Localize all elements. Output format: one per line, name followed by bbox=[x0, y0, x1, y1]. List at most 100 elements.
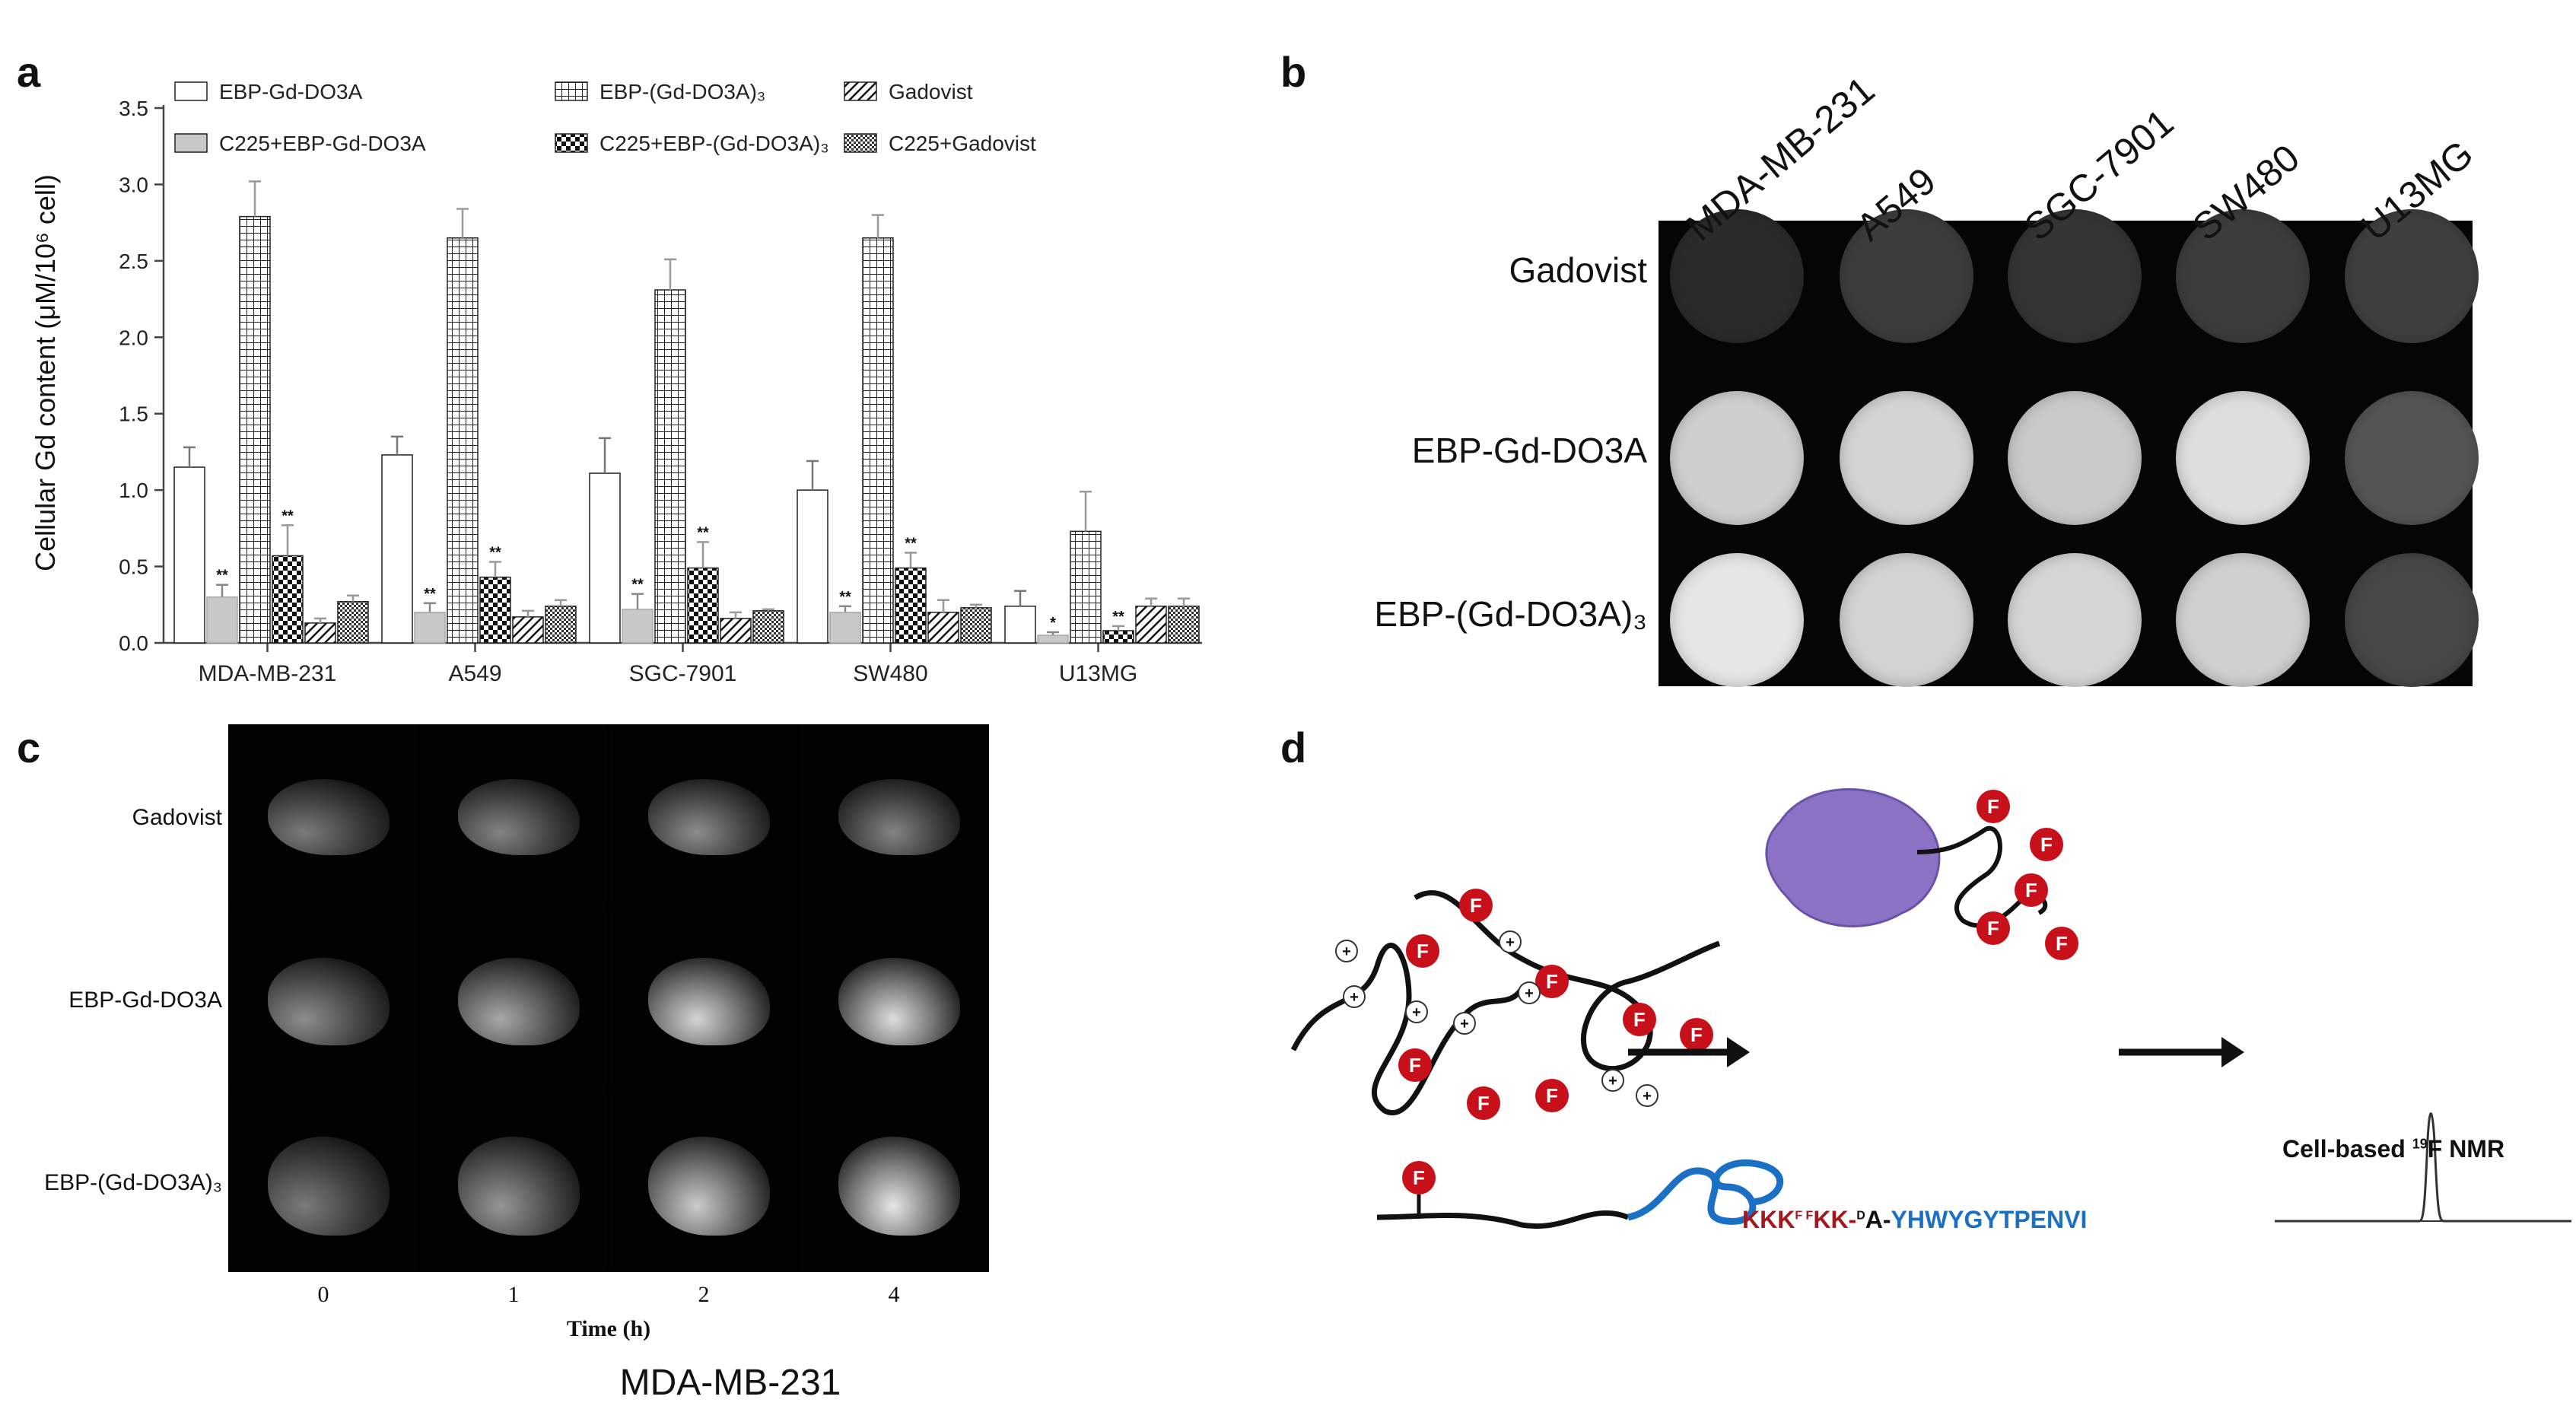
bar bbox=[206, 596, 238, 644]
significance-mark: ** bbox=[281, 507, 294, 524]
phantom-well bbox=[1670, 391, 1804, 525]
fluorine-label: F bbox=[2056, 932, 2068, 955]
y-tick-label: 3.0 bbox=[119, 173, 148, 196]
time-point-label: 0 bbox=[317, 1282, 329, 1307]
phantom-well bbox=[2008, 391, 2142, 525]
bar bbox=[829, 612, 861, 644]
mri-row-label: Gadovist bbox=[132, 805, 222, 830]
legend-label: Gadovist bbox=[889, 80, 973, 103]
panel-letter-c: c bbox=[17, 724, 41, 771]
phantom-well bbox=[1670, 209, 1804, 343]
phantom-well bbox=[1840, 391, 1973, 525]
y-tick-label: 0.5 bbox=[119, 555, 148, 579]
fluorine-atom bbox=[1680, 1018, 1713, 1051]
mri-image bbox=[610, 726, 797, 905]
fluorine-label: F bbox=[1987, 795, 1999, 818]
legend-swatch bbox=[174, 81, 208, 101]
sequence-blue: YHWYGYTPENVI bbox=[1891, 1206, 2088, 1233]
positive-charge-label: + bbox=[1412, 1004, 1421, 1021]
mri-image bbox=[610, 1091, 797, 1271]
significance-mark: * bbox=[1050, 615, 1056, 631]
bar bbox=[512, 616, 544, 644]
plate-row-label: EBP-Gd-DO3A bbox=[1411, 431, 1647, 470]
x-tick-label: SW480 bbox=[853, 661, 927, 686]
sequence-sup-d: D bbox=[1856, 1209, 1865, 1223]
fluorine-atom bbox=[1535, 1079, 1569, 1112]
bar bbox=[1102, 630, 1134, 644]
bar bbox=[1135, 606, 1167, 644]
significance-mark: ** bbox=[905, 535, 917, 552]
fluorine-label: F bbox=[1477, 1092, 1490, 1115]
x-tick-label: SGC-7901 bbox=[629, 661, 737, 686]
fluorine-label: F bbox=[1987, 917, 1999, 940]
mri-image bbox=[800, 726, 987, 905]
phantom-well bbox=[2345, 209, 2479, 343]
bar bbox=[1070, 530, 1102, 644]
fluorine-label: F bbox=[1470, 894, 1482, 917]
positive-charge-label: + bbox=[1643, 1088, 1652, 1105]
plate-row-label: EBP-(Gd-DO3A)₃ bbox=[1374, 594, 1647, 634]
bar bbox=[272, 555, 304, 644]
legend-label: C225+EBP-Gd-DO3A bbox=[219, 132, 426, 155]
mri-caption: MDA-MB-231 bbox=[619, 1363, 841, 1403]
sequence-sup-f: F F bbox=[1795, 1209, 1814, 1223]
mri-row-label: EBP-Gd-DO3A bbox=[68, 988, 222, 1013]
mri-image bbox=[610, 908, 797, 1088]
mri-image bbox=[420, 726, 607, 905]
significance-mark: ** bbox=[697, 524, 709, 541]
positive-charge bbox=[1343, 985, 1366, 1008]
legend-swatch bbox=[844, 133, 877, 153]
bar bbox=[1004, 606, 1036, 644]
nmr-sup: 19 bbox=[2412, 1136, 2428, 1152]
phantom-well bbox=[1670, 553, 1804, 687]
positive-charge bbox=[1499, 930, 1522, 953]
nmr-label-2: F NMR bbox=[2427, 1135, 2505, 1163]
peptide-chain-blue bbox=[1627, 1159, 1784, 1225]
positive-charge bbox=[1453, 1012, 1476, 1035]
bar bbox=[479, 576, 511, 644]
mri-image bbox=[230, 1091, 417, 1271]
mri-image bbox=[230, 726, 417, 905]
y-tick-label: 0.0 bbox=[119, 631, 148, 655]
significance-mark: ** bbox=[839, 589, 851, 606]
bar bbox=[414, 612, 446, 644]
bar bbox=[862, 237, 894, 644]
fluorine-atom bbox=[1398, 1048, 1432, 1082]
phantom-well bbox=[2176, 553, 2310, 687]
mri-image bbox=[800, 1091, 987, 1271]
phantom-well bbox=[2345, 553, 2479, 687]
fluorine-label: F bbox=[1409, 1054, 1421, 1077]
positive-charge bbox=[1405, 1000, 1428, 1023]
time-point-label: 2 bbox=[698, 1282, 710, 1307]
bar bbox=[752, 610, 784, 644]
significance-mark: ** bbox=[489, 545, 501, 561]
fluorine-atom bbox=[2045, 927, 2078, 960]
legend-label: EBP-(Gd-DO3A)₃ bbox=[599, 80, 765, 103]
phantom-well bbox=[2345, 391, 2479, 525]
fluorine-label: F bbox=[1417, 940, 1429, 962]
legend-label: EBP-Gd-DO3A bbox=[219, 80, 363, 103]
fluorine-label: F bbox=[2040, 833, 2053, 856]
positive-charge-label: + bbox=[1506, 934, 1515, 951]
arrow-head bbox=[2221, 1037, 2244, 1067]
bar bbox=[1037, 635, 1069, 644]
significance-mark: ** bbox=[424, 586, 436, 603]
bar bbox=[797, 489, 828, 644]
fluorine-label: F bbox=[1413, 1166, 1425, 1189]
fluorine-atom bbox=[2030, 828, 2063, 861]
y-axis-label: Cellular Gd content (μM/10⁶ cell) bbox=[30, 174, 61, 571]
time-point-label: 1 bbox=[507, 1282, 520, 1307]
phantom-well bbox=[2176, 209, 2310, 343]
x-tick-label: U13MG bbox=[1059, 661, 1137, 686]
polymer-chain bbox=[1414, 889, 1721, 1072]
fluorine-atom bbox=[1623, 1003, 1656, 1036]
fluorine-atom bbox=[1535, 965, 1569, 998]
fluorine-atom bbox=[1977, 790, 2010, 823]
y-tick-label: 2.0 bbox=[119, 326, 148, 349]
bar bbox=[654, 289, 686, 644]
arrow-head bbox=[1727, 1037, 1750, 1067]
time-point-label: 4 bbox=[888, 1282, 900, 1307]
bar bbox=[545, 606, 577, 644]
fluorine-atom bbox=[1402, 1161, 1436, 1194]
bar bbox=[239, 215, 271, 644]
